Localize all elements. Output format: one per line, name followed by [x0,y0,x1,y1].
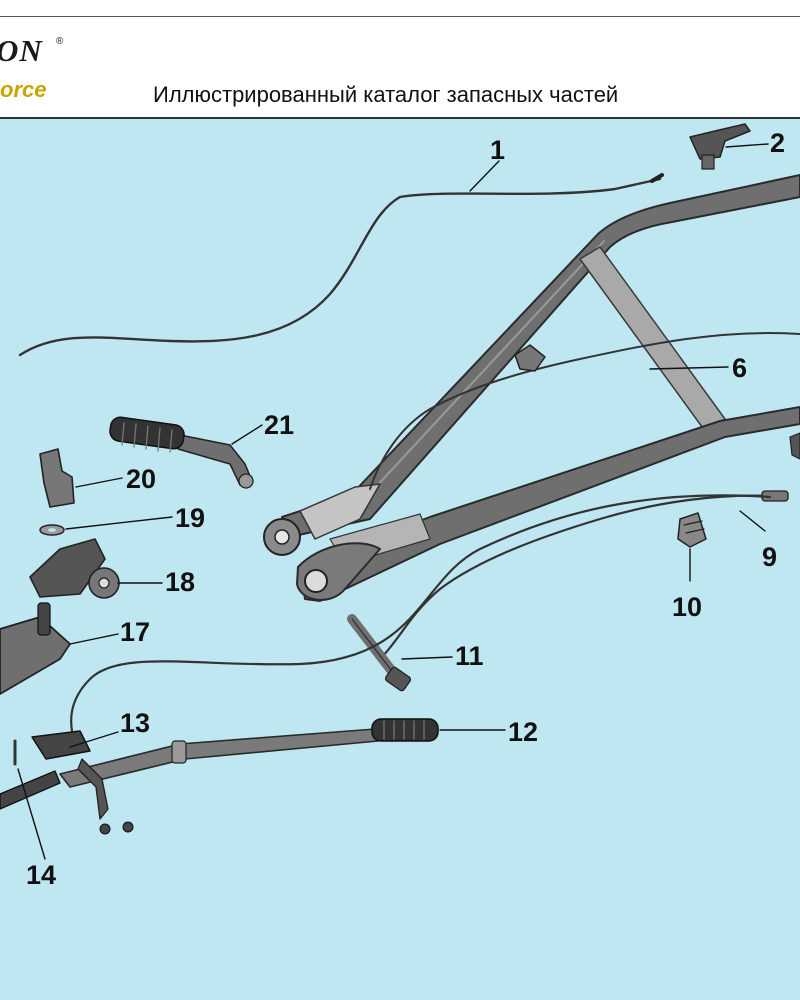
parts-diagram-drawing: 1 2 6 9 10 11 12 13 14 17 18 19 20 21 [0,123,800,890]
leader-line-13 [69,731,119,748]
callout-14: 14 [26,860,56,890]
part-13-nut-1 [99,823,111,835]
callout-17: 17 [120,617,150,647]
part-1-cable [18,177,662,357]
part-11-bolt-outline [351,618,399,680]
parts-diagram: 1 2 6 9 10 11 12 13 14 17 18 19 20 21 [0,119,800,1000]
part-6-clip [514,344,546,372]
callout-18: 18 [165,567,195,597]
callout-13: 13 [120,708,150,738]
brand-logo-registered-mark: ® [56,36,64,47]
catalog-header: ON ® orce Иллюстрированный каталог запас… [0,0,800,119]
header-top-rule [0,16,800,17]
callout-12: 12 [508,717,538,747]
part-10-clamp-ribs [683,520,705,534]
part-9-cable [378,494,772,661]
lower-handlebar-arm [299,406,800,602]
right-edge-fitting [789,432,800,460]
lower-mount-hole [304,569,328,593]
part-14-lower-bar [0,770,61,810]
leader-line-20 [75,477,123,488]
part-12-grip [371,718,439,742]
callout-11: 11 [455,641,484,671]
callout-6: 6 [732,353,747,383]
part-18-gear-hub [98,577,110,589]
part-20-shifter [39,448,75,508]
part-1-cable-end [650,173,664,183]
leader-line-14 [17,768,46,860]
part-21-grip-ribs [121,422,173,453]
catalog-title: Иллюстрированный каталог запасных частей [153,82,619,107]
part-2-lever [689,123,751,160]
part-12-grip-ribs [383,720,425,740]
callout-1: 1 [490,135,505,165]
part-11-bolt-head [384,666,412,692]
part-13-lever-plate [31,730,91,760]
leader-line-11 [401,656,453,660]
part-2-lever-base [701,154,715,170]
part-6-cable [369,332,800,490]
part-13-bracket [77,758,109,820]
leader-line-6 [649,366,729,370]
callout-9: 9 [762,542,777,572]
leader-line-9 [739,510,766,532]
leader-line-19 [65,516,173,530]
callout-2: 2 [770,128,785,158]
upper-pivot-bracket [299,483,381,540]
brand-logo-top: ON [0,33,43,68]
part-18-body [29,538,106,598]
lower-control-cable [70,494,772,733]
callout-20: 20 [126,464,156,494]
leader-line-2 [725,143,769,148]
callout-21: 21 [264,410,294,440]
part-19-washer-hole [48,528,56,532]
part-13-nut-2 [122,821,134,833]
part-12-cable-ferrule [171,740,187,764]
part-17-housing [0,616,71,695]
part-21-lever-end [238,473,254,489]
part-12-handle-tube [59,728,379,788]
leader-line-1 [469,160,500,192]
leader-line-17 [69,633,119,645]
callout-10: 10 [672,592,702,622]
callout-19: 19 [175,503,205,533]
handlebar-crossbar [579,246,726,432]
upper-pivot-gear-hub [274,529,290,545]
upper-arm-highlight [359,240,605,505]
part-17-shaft [37,602,51,636]
leader-line-21 [231,424,263,445]
brand-logo-bottom: orce [0,77,47,102]
header-bottom-rule [0,117,800,119]
